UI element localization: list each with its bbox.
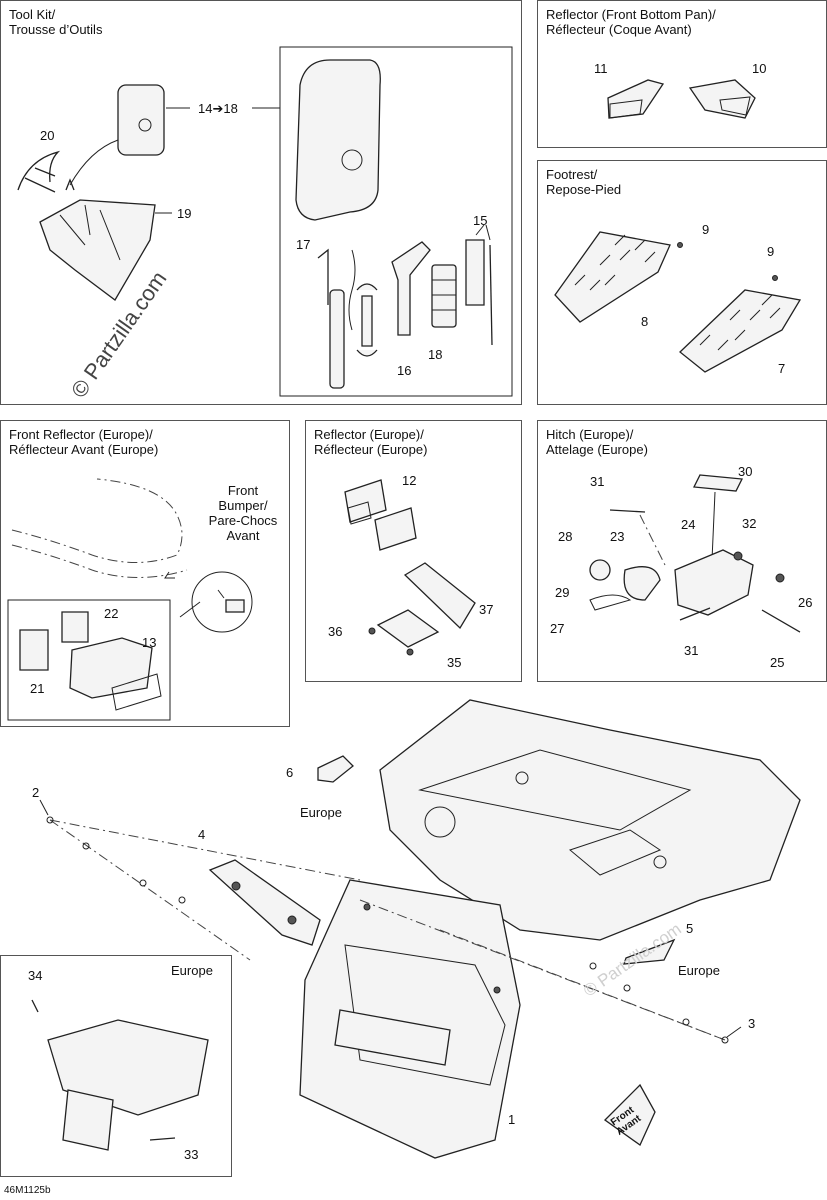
callout-13: 13 — [142, 635, 157, 650]
title-line-2: Repose-Pied — [546, 182, 622, 197]
title-line-2: Réflecteur (Europe) — [314, 442, 428, 457]
caption-line: Pare-Chocs — [208, 513, 278, 528]
callout-30: 30 — [738, 464, 753, 479]
callout-37: 37 — [479, 602, 494, 617]
callout-9a: 9 — [702, 222, 710, 237]
callout-22: 22 — [104, 606, 119, 621]
title-line-2: Trousse d’Outils — [9, 22, 103, 37]
caption-line: Bumper/ — [218, 498, 268, 513]
panel-title: Tool Kit/ Trousse d’Outils — [9, 7, 102, 37]
callout-11: 11 — [594, 61, 608, 76]
front-pan-body — [379, 699, 801, 941]
callout-29: 29 — [555, 585, 570, 600]
panel-title: Reflector (Front Bottom Pan)/ Réflecteur… — [546, 7, 716, 37]
europe-label: Europe — [678, 963, 720, 978]
callout-27: 27 — [550, 621, 565, 636]
title-line-1: Footrest/ — [546, 167, 598, 182]
title-line-1: Front Reflector (Europe)/ — [9, 427, 153, 442]
panel-tool-kit: Tool Kit/ Trousse d’Outils — [0, 0, 522, 405]
panel-reflector-front-bottom: Reflector (Front Bottom Pan)/ Réflecteur… — [537, 0, 827, 148]
title-line-2: Attelage (Europe) — [546, 442, 648, 457]
caption-line: Front — [227, 483, 259, 498]
callout-24: 24 — [681, 517, 696, 532]
europe-label: Europe — [300, 805, 342, 820]
title-line-1: Reflector (Europe)/ — [314, 427, 424, 442]
callout-2: 2 — [32, 785, 40, 800]
panel-reflector-europe: Reflector (Europe)/ Réflecteur (Europe) — [305, 420, 522, 682]
title-line-2: Réflecteur Avant (Europe) — [9, 442, 159, 457]
front-bumper-caption: Front Bumper/ Pare-Chocs Avant — [188, 483, 298, 543]
callout-20: 20 — [40, 128, 55, 143]
panel-title: Reflector (Europe)/ Réflecteur (Europe) — [314, 427, 427, 457]
callout-15: 15 — [473, 213, 488, 228]
callout-12: 12 — [402, 473, 417, 488]
callout-5: 5 — [686, 921, 694, 936]
panel-title: Hitch (Europe)/ Attelage (Europe) — [546, 427, 648, 457]
title-line-1: Tool Kit/ — [9, 7, 56, 22]
bumper-1 — [299, 879, 521, 1159]
callout-36: 36 — [328, 624, 343, 639]
panel-title: Europe — [171, 963, 213, 978]
callout-6: 6 — [286, 765, 294, 780]
callout-1: 1 — [508, 1112, 516, 1127]
panel-title: Footrest/ Repose-Pied — [546, 167, 621, 197]
callout-28: 28 — [558, 529, 573, 544]
callout-21: 21 — [30, 681, 45, 696]
caption-line: Avant — [226, 528, 260, 543]
diagram-code: 46M1125b — [4, 1185, 51, 1196]
callout-26: 26 — [798, 595, 813, 610]
title-line-1: Reflector (Front Bottom Pan)/ — [546, 7, 716, 22]
callout-9b: 9 — [767, 244, 775, 259]
title-line-2: Réflecteur (Coque Avant) — [546, 22, 692, 37]
callout-19: 19 — [177, 206, 192, 221]
callout-18: 18 — [428, 347, 443, 362]
panel-europe-inset: Europe — [0, 955, 232, 1177]
callout-4: 4 — [198, 827, 206, 842]
callout-33: 33 — [184, 1147, 199, 1162]
callout-25: 25 — [770, 655, 785, 670]
callout-17: 17 — [296, 237, 311, 252]
panel-hitch-europe: Hitch (Europe)/ Attelage (Europe) — [537, 420, 827, 682]
callout-7: 7 — [778, 361, 786, 376]
front-arrow-label: Front Avant — [608, 1104, 643, 1138]
callout-10: 10 — [752, 61, 767, 76]
panel-title: Front Reflector (Europe)/ Réflecteur Ava… — [9, 427, 158, 457]
title-line-1: Hitch (Europe)/ — [546, 427, 634, 442]
callout-23: 23 — [610, 529, 625, 544]
callout-34: 34 — [28, 968, 43, 983]
callout-3: 3 — [748, 1016, 756, 1031]
callout-14-18: 14➔18 — [198, 101, 238, 116]
callout-32: 32 — [742, 516, 757, 531]
callout-35: 35 — [447, 655, 462, 670]
partzilla-watermark-faint: © Partzilla.com — [580, 919, 685, 1001]
callout-31a: 31 — [590, 474, 605, 489]
callout-16: 16 — [397, 363, 412, 378]
callout-8: 8 — [641, 314, 649, 329]
callout-31b: 31 — [684, 643, 699, 658]
